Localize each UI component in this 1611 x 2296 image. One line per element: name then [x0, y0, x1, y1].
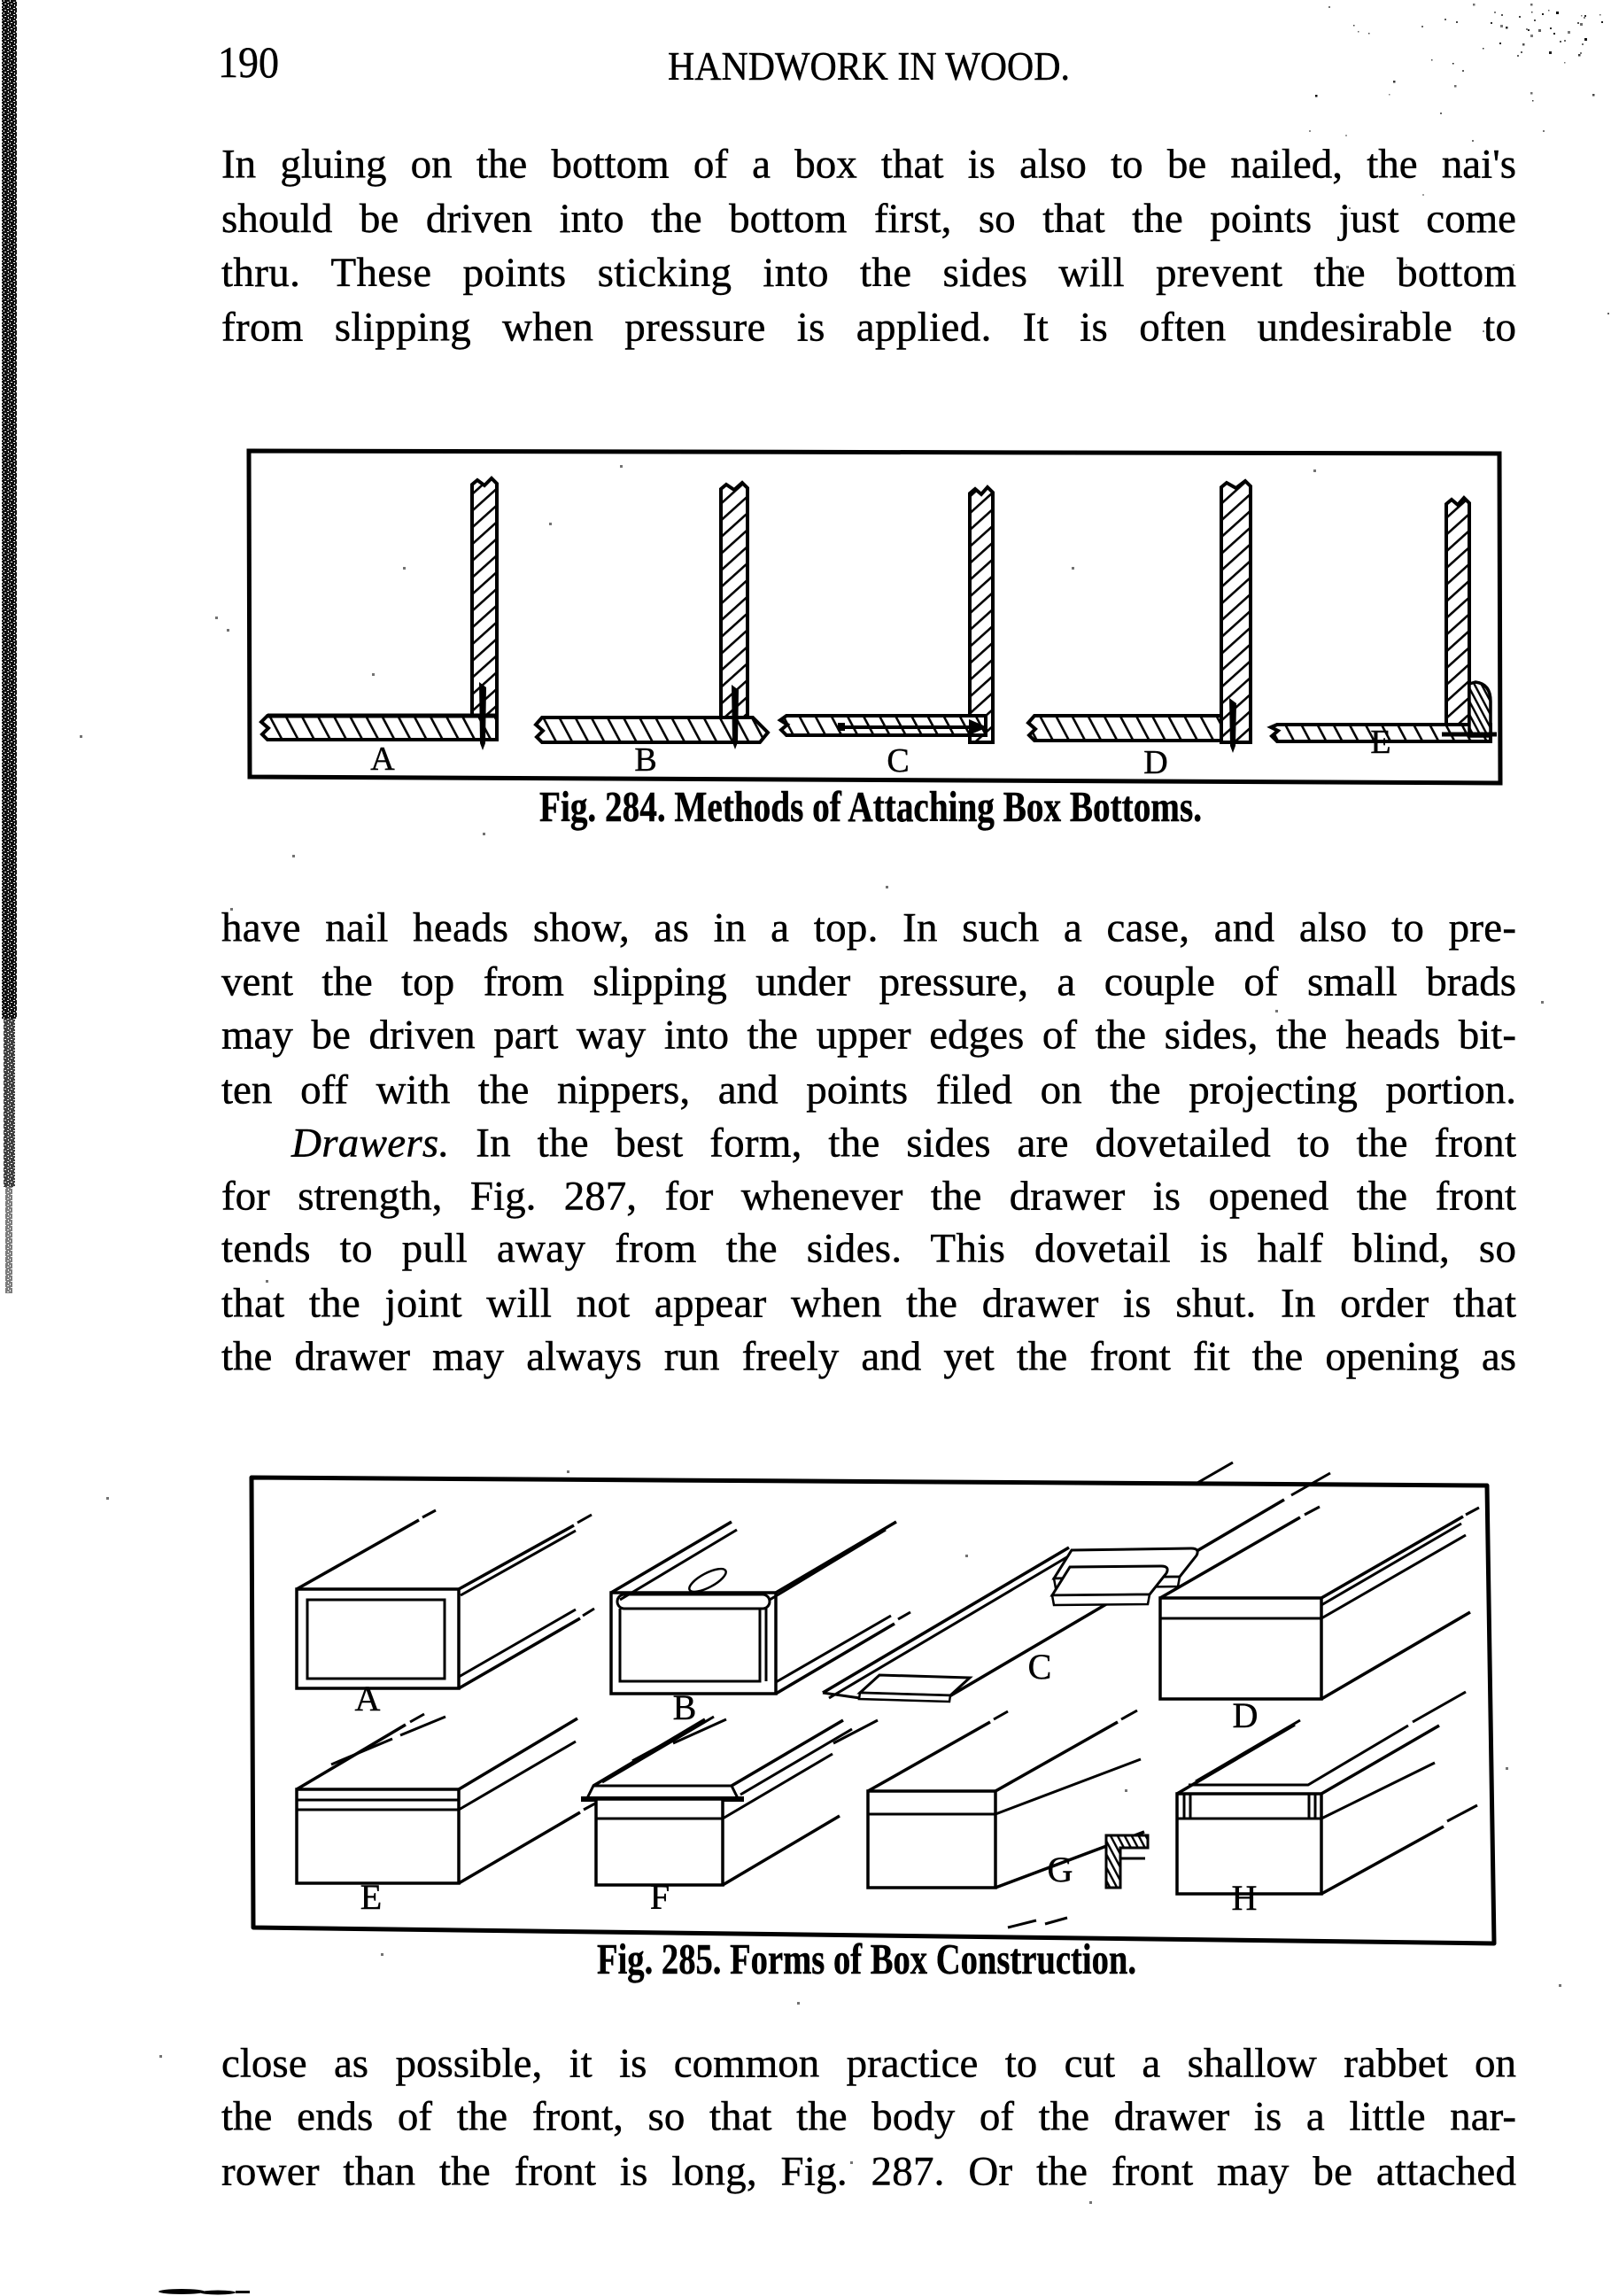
svg-text:Drawers. In the best form, th: Drawers. In the best form, the sides are… — [290, 1120, 1516, 1166]
svg-text:for strength, Fig. 287, for wh: for strength, Fig. 287, for whenever the… — [221, 1173, 1516, 1219]
svg-text:HANDWORK IN WOOD.: HANDWORK IN WOOD. — [668, 44, 1070, 89]
svg-text:H: H — [1232, 1878, 1258, 1918]
svg-text:C: C — [1028, 1647, 1052, 1687]
svg-text:C: C — [887, 742, 909, 780]
svg-text:that the joint will not appear: that the joint will not appear when the … — [221, 1280, 1516, 1326]
svg-text:Fig. 285. Forms of Box Const: Fig. 285. Forms of Box Construction. — [597, 1936, 1136, 1983]
svg-text:D: D — [1233, 1695, 1259, 1735]
svg-text:A: A — [355, 1679, 381, 1718]
svg-text:G: G — [1048, 1850, 1073, 1889]
svg-text:F: F — [650, 1877, 670, 1917]
svg-text:vent the top from slipping und: vent the top from slipping under pressur… — [221, 958, 1516, 1004]
svg-text:D: D — [1143, 744, 1167, 781]
svg-text:may be driven part way into th: may be driven part way into the upper ed… — [221, 1012, 1516, 1058]
svg-text:190: 190 — [218, 37, 279, 87]
svg-text:have nail heads show, as in a: have nail heads show, as in a top. In su… — [221, 904, 1516, 950]
svg-text:B: B — [634, 741, 656, 779]
svg-text:E: E — [360, 1877, 382, 1917]
svg-text:rower than the front is long,: rower than the front is long, Fig. 287. … — [221, 2148, 1516, 2194]
svg-text:In gluing on the bottom of a b: In gluing on the bottom of a box that is… — [221, 141, 1516, 187]
svg-text:B: B — [673, 1687, 697, 1727]
svg-text:E: E — [1370, 724, 1390, 761]
svg-text:the drawer may always run free: the drawer may always run freely and yet… — [221, 1333, 1516, 1379]
svg-text:ten off with the nippers, and: ten off with the nippers, and points fil… — [221, 1067, 1516, 1113]
svg-text:thru. These points sticking i: thru. These points sticking into the sid… — [221, 250, 1516, 296]
svg-text:from slipping when pressure is: from slipping when pressure is applied. … — [221, 304, 1516, 350]
svg-text:the ends of the front, so that: the ends of the front, so that the body … — [221, 2093, 1516, 2139]
svg-text:should be driven into the bott: should be driven into the bottom first, … — [221, 196, 1516, 242]
svg-text:tends to pull away from the si: tends to pull away from the sides. This … — [221, 1225, 1516, 1271]
svg-text:close as possible, it is commo: close as possible, it is common practice… — [221, 2040, 1516, 2086]
svg-text:A: A — [370, 741, 395, 778]
svg-text:Fig. 284. Methods of Attachi: Fig. 284. Methods of Attaching Box Botto… — [539, 784, 1202, 831]
